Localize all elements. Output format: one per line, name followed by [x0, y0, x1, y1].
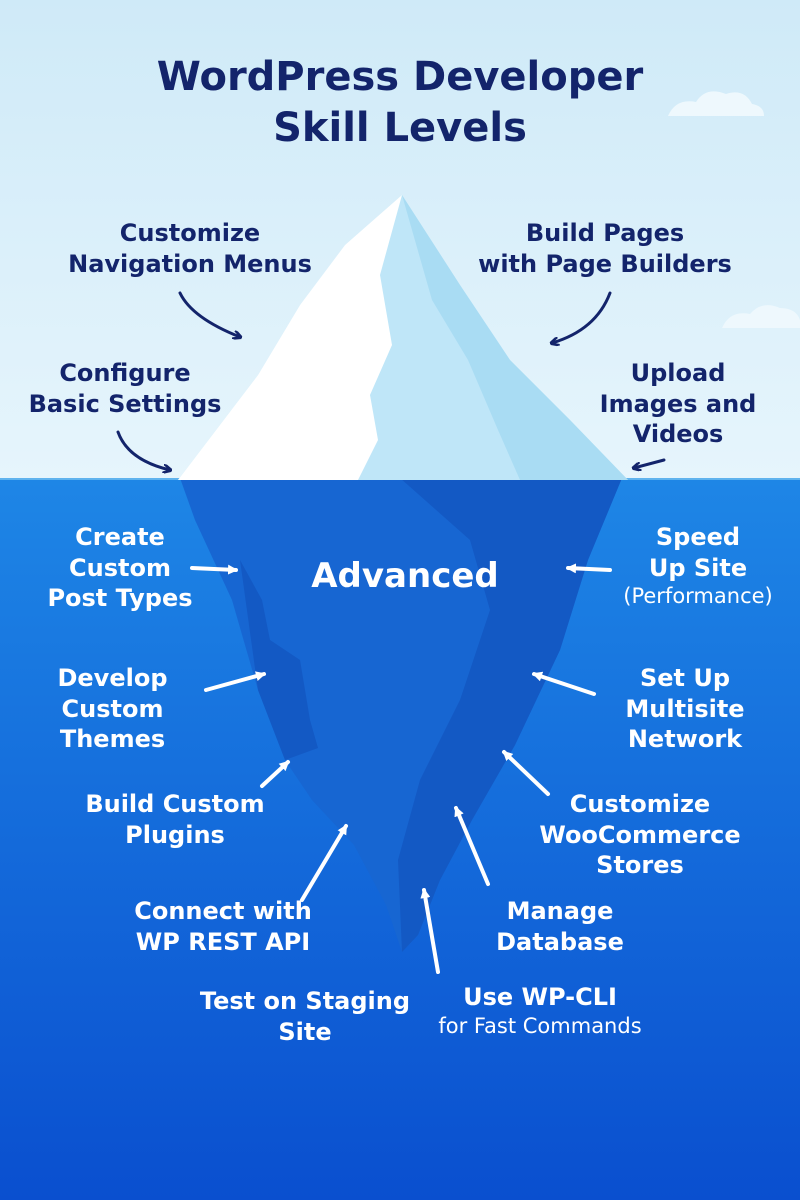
iceberg-tip-light [178, 195, 402, 480]
label-line: Post Types [47, 584, 193, 613]
label-line: Images and [599, 389, 757, 418]
label-line: Basic Settings [28, 389, 222, 418]
label-line: Manage [506, 897, 614, 925]
label-page-builders: Build Pages with Page Builders [470, 218, 740, 279]
label-multisite: Set Up Multisite Network [595, 663, 775, 755]
label-line: WooCommerce [539, 820, 741, 849]
underwater-iceberg-shade [398, 478, 622, 952]
arrow-themes [204, 671, 266, 692]
label-line: Test on Staging [199, 987, 411, 1015]
label-line: Create [75, 523, 165, 551]
label-line: Build Pages [525, 219, 685, 247]
arrow-performance [566, 563, 612, 574]
label-line: Stores [596, 851, 684, 880]
label-basic-settings: Configure Basic Settings [20, 358, 230, 419]
label-line: Up Site [648, 553, 748, 582]
label-performance: Speed Up Site (Performance) [608, 522, 788, 610]
underwater-iceberg-shade [240, 560, 318, 760]
label-line: Custom [69, 553, 171, 582]
label-line: Configure [59, 359, 191, 387]
label-line: Themes [59, 725, 166, 754]
label-line: Navigation Menus [68, 249, 312, 278]
label-line: Set Up [639, 664, 731, 692]
label-navigation-menus: Customize Navigation Menus [60, 218, 320, 279]
label-line: Use WP-CLI [463, 983, 617, 1011]
arrow-media [634, 458, 666, 468]
arrow-database [454, 806, 490, 886]
arrow-multisite [532, 671, 596, 696]
label-line: Upload [630, 359, 726, 387]
label-rest-api: Connect with WP REST API [118, 896, 328, 957]
label-line: Multisite [625, 694, 745, 723]
label-wp-cli: Use WP-CLI for Fast Commands [420, 982, 660, 1040]
label-staging: Test on Staging Site [190, 986, 420, 1047]
arrow-rest-api [300, 824, 348, 902]
label-line: for Fast Commands [438, 1013, 642, 1038]
title-line: Skill Levels [273, 105, 527, 152]
label-post-types: Create Custom Post Types [30, 522, 210, 614]
label-line: with Page Builders [478, 249, 732, 278]
label-line: Videos [632, 420, 724, 449]
label-media: Upload Images and Videos [578, 358, 778, 450]
title-line: WordPress Developer [156, 54, 644, 100]
label-line: WP REST API [135, 927, 311, 956]
label-line: Custom [61, 694, 164, 723]
label-themes: Develop Custom Themes [30, 663, 195, 755]
label-line: Develop [57, 664, 168, 692]
label-line: Customize [569, 790, 711, 818]
label-line: Customize [119, 219, 261, 247]
label-line: Site [278, 1017, 332, 1046]
cloud-icon [668, 91, 764, 116]
arrow-post-types [190, 564, 238, 575]
arrow-wp-cli [420, 888, 440, 974]
iceberg-tip-highlight [402, 195, 628, 480]
advanced-label: Advanced [311, 556, 499, 596]
arrow-page-builders [552, 291, 612, 343]
arrow-woocommerce [502, 750, 550, 796]
label-line: Build Custom [85, 790, 265, 818]
label-database: Manage Database [470, 896, 650, 957]
arrow-basic-settings [116, 430, 170, 470]
label-line: Connect with [134, 897, 312, 925]
label-line: Plugins [125, 820, 225, 849]
label-woocommerce: Customize WooCommerce Stores [530, 789, 750, 881]
arrow-navigation-menus [178, 291, 240, 337]
label-line: (Performance) [623, 584, 773, 609]
label-plugins: Build Custom Plugins [60, 789, 290, 850]
page-title: WordPress Developer Skill Levels [0, 52, 800, 154]
label-line: Database [496, 927, 624, 956]
label-line: Network [627, 725, 743, 754]
label-line: Speed [655, 523, 741, 551]
cloud-icon [722, 305, 800, 328]
arrow-plugins [260, 760, 290, 788]
